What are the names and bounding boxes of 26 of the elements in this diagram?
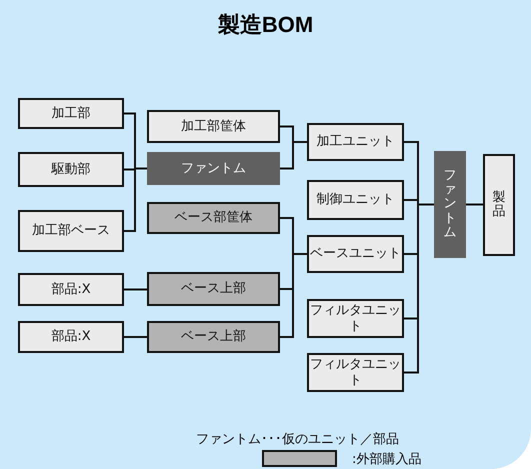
purchased-part-box: ベース上部 xyxy=(147,321,280,353)
part-box: 製品 xyxy=(483,154,515,256)
part-box: 制御ユニット xyxy=(307,180,404,220)
part-box: フィルタユニット xyxy=(307,299,404,338)
part-box: 加工部筐体 xyxy=(147,110,280,143)
part-box: 加工ユニット xyxy=(307,123,404,161)
part-box: 駆動部 xyxy=(18,152,124,187)
connector-line xyxy=(404,204,434,374)
part-box: 部品:X xyxy=(18,273,124,306)
connector-line xyxy=(124,288,147,290)
phantom-box: ファントム xyxy=(434,151,466,258)
purchased-part-box: ベース部筐体 xyxy=(147,202,280,234)
part-box: 加工部 xyxy=(18,98,124,129)
diagram-title: 製造BOM xyxy=(216,11,314,39)
legend-text: :外部購入品 xyxy=(352,451,422,468)
part-box: 部品:X xyxy=(18,321,124,353)
connector-line xyxy=(124,336,147,338)
part-box: フィルタユニット xyxy=(307,353,404,392)
phantom-box: ファントム xyxy=(147,152,280,185)
connector-line xyxy=(466,204,483,206)
part-box: ベースユニット xyxy=(307,235,404,273)
connector-line xyxy=(280,253,307,338)
purchased-part-box: ベース上部 xyxy=(147,272,280,306)
connector-line xyxy=(280,141,307,170)
part-box: 加工部ベース xyxy=(18,210,124,252)
note-text: ファントム･･･仮のユニット／部品 xyxy=(196,431,399,448)
